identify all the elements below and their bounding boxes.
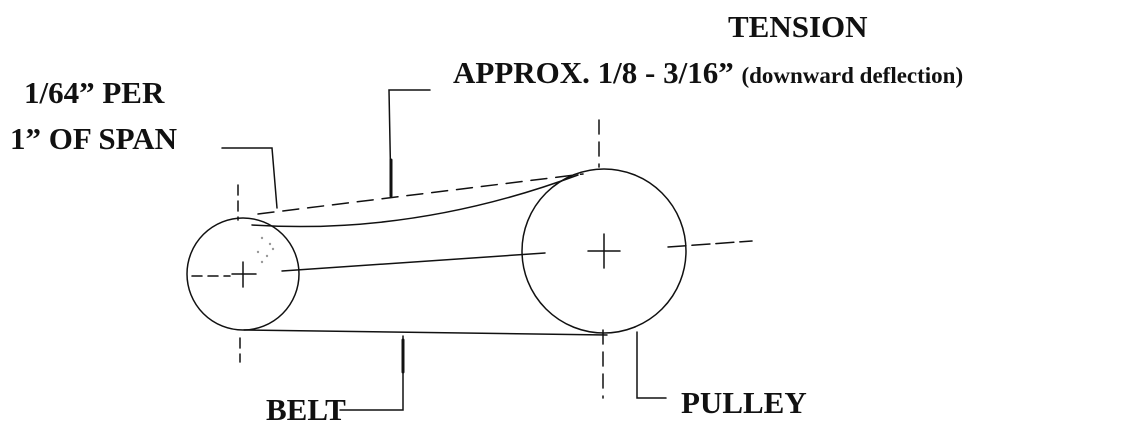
belt-leader — [339, 335, 404, 411]
tension-title: TENSION — [728, 9, 868, 44]
tension-approx-value: APPROX. 1/8 - 3/16” — [453, 55, 734, 90]
small-pulley-shading — [256, 236, 275, 264]
tension-approx-label: APPROX. 1/8 - 3/16” (downward deflection… — [453, 57, 963, 88]
belt-top-straight — [257, 173, 584, 215]
large-pulley — [521, 168, 687, 334]
pulley-leader — [636, 331, 667, 399]
span-leader — [221, 147, 278, 209]
pulley-label: PULLEY — [681, 385, 807, 420]
tension-note: (downward deflection) — [741, 63, 964, 88]
belt-center-line — [281, 252, 546, 272]
belt-bottom — [243, 329, 608, 336]
span-label-line1: 1/64” PER — [24, 75, 165, 110]
span-label-line2: 1” OF SPAN — [10, 121, 178, 156]
tension-leader — [388, 89, 431, 196]
belt-label: BELT — [266, 392, 346, 427]
large-pulley-axis-right — [667, 240, 753, 248]
small-pulley — [186, 217, 300, 331]
belt-top-deflected — [251, 174, 579, 228]
